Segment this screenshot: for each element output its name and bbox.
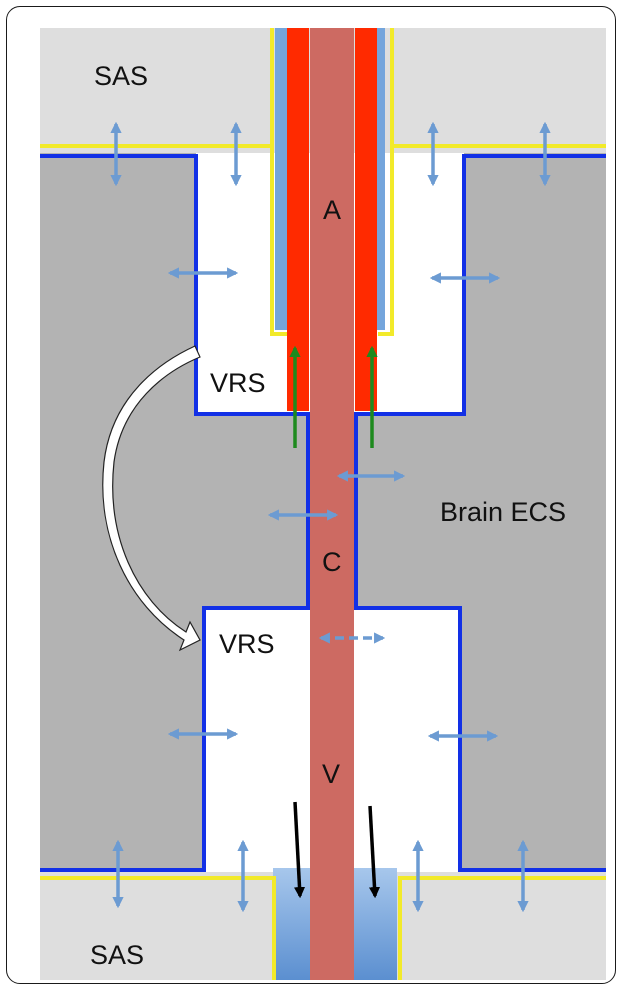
artery-wall-left	[275, 28, 287, 330]
curved-transfer-arrow-icon	[102, 345, 201, 652]
artery-label: A	[323, 195, 341, 225]
pia-bottom-right	[398, 876, 606, 980]
vrs-bottom-label: VRS	[219, 629, 275, 659]
smooth-muscle-left	[287, 28, 309, 411]
sas-bottom-label: SAS	[90, 940, 144, 970]
exchange-arrows	[110, 121, 551, 913]
glia-limitans-right	[354, 154, 606, 872]
venous-flow-down-icon	[368, 805, 381, 899]
capillary-label: C	[322, 547, 342, 577]
brain-ecs-label: Brain ECS	[440, 497, 566, 527]
vessel-lumen	[310, 28, 354, 980]
venous-flow-down-icon	[293, 801, 306, 899]
vein-label: V	[322, 759, 340, 789]
smooth-muscle-right	[355, 28, 377, 411]
vrs-top-label: VRS	[210, 368, 266, 398]
sas-top-label: SAS	[94, 61, 148, 91]
